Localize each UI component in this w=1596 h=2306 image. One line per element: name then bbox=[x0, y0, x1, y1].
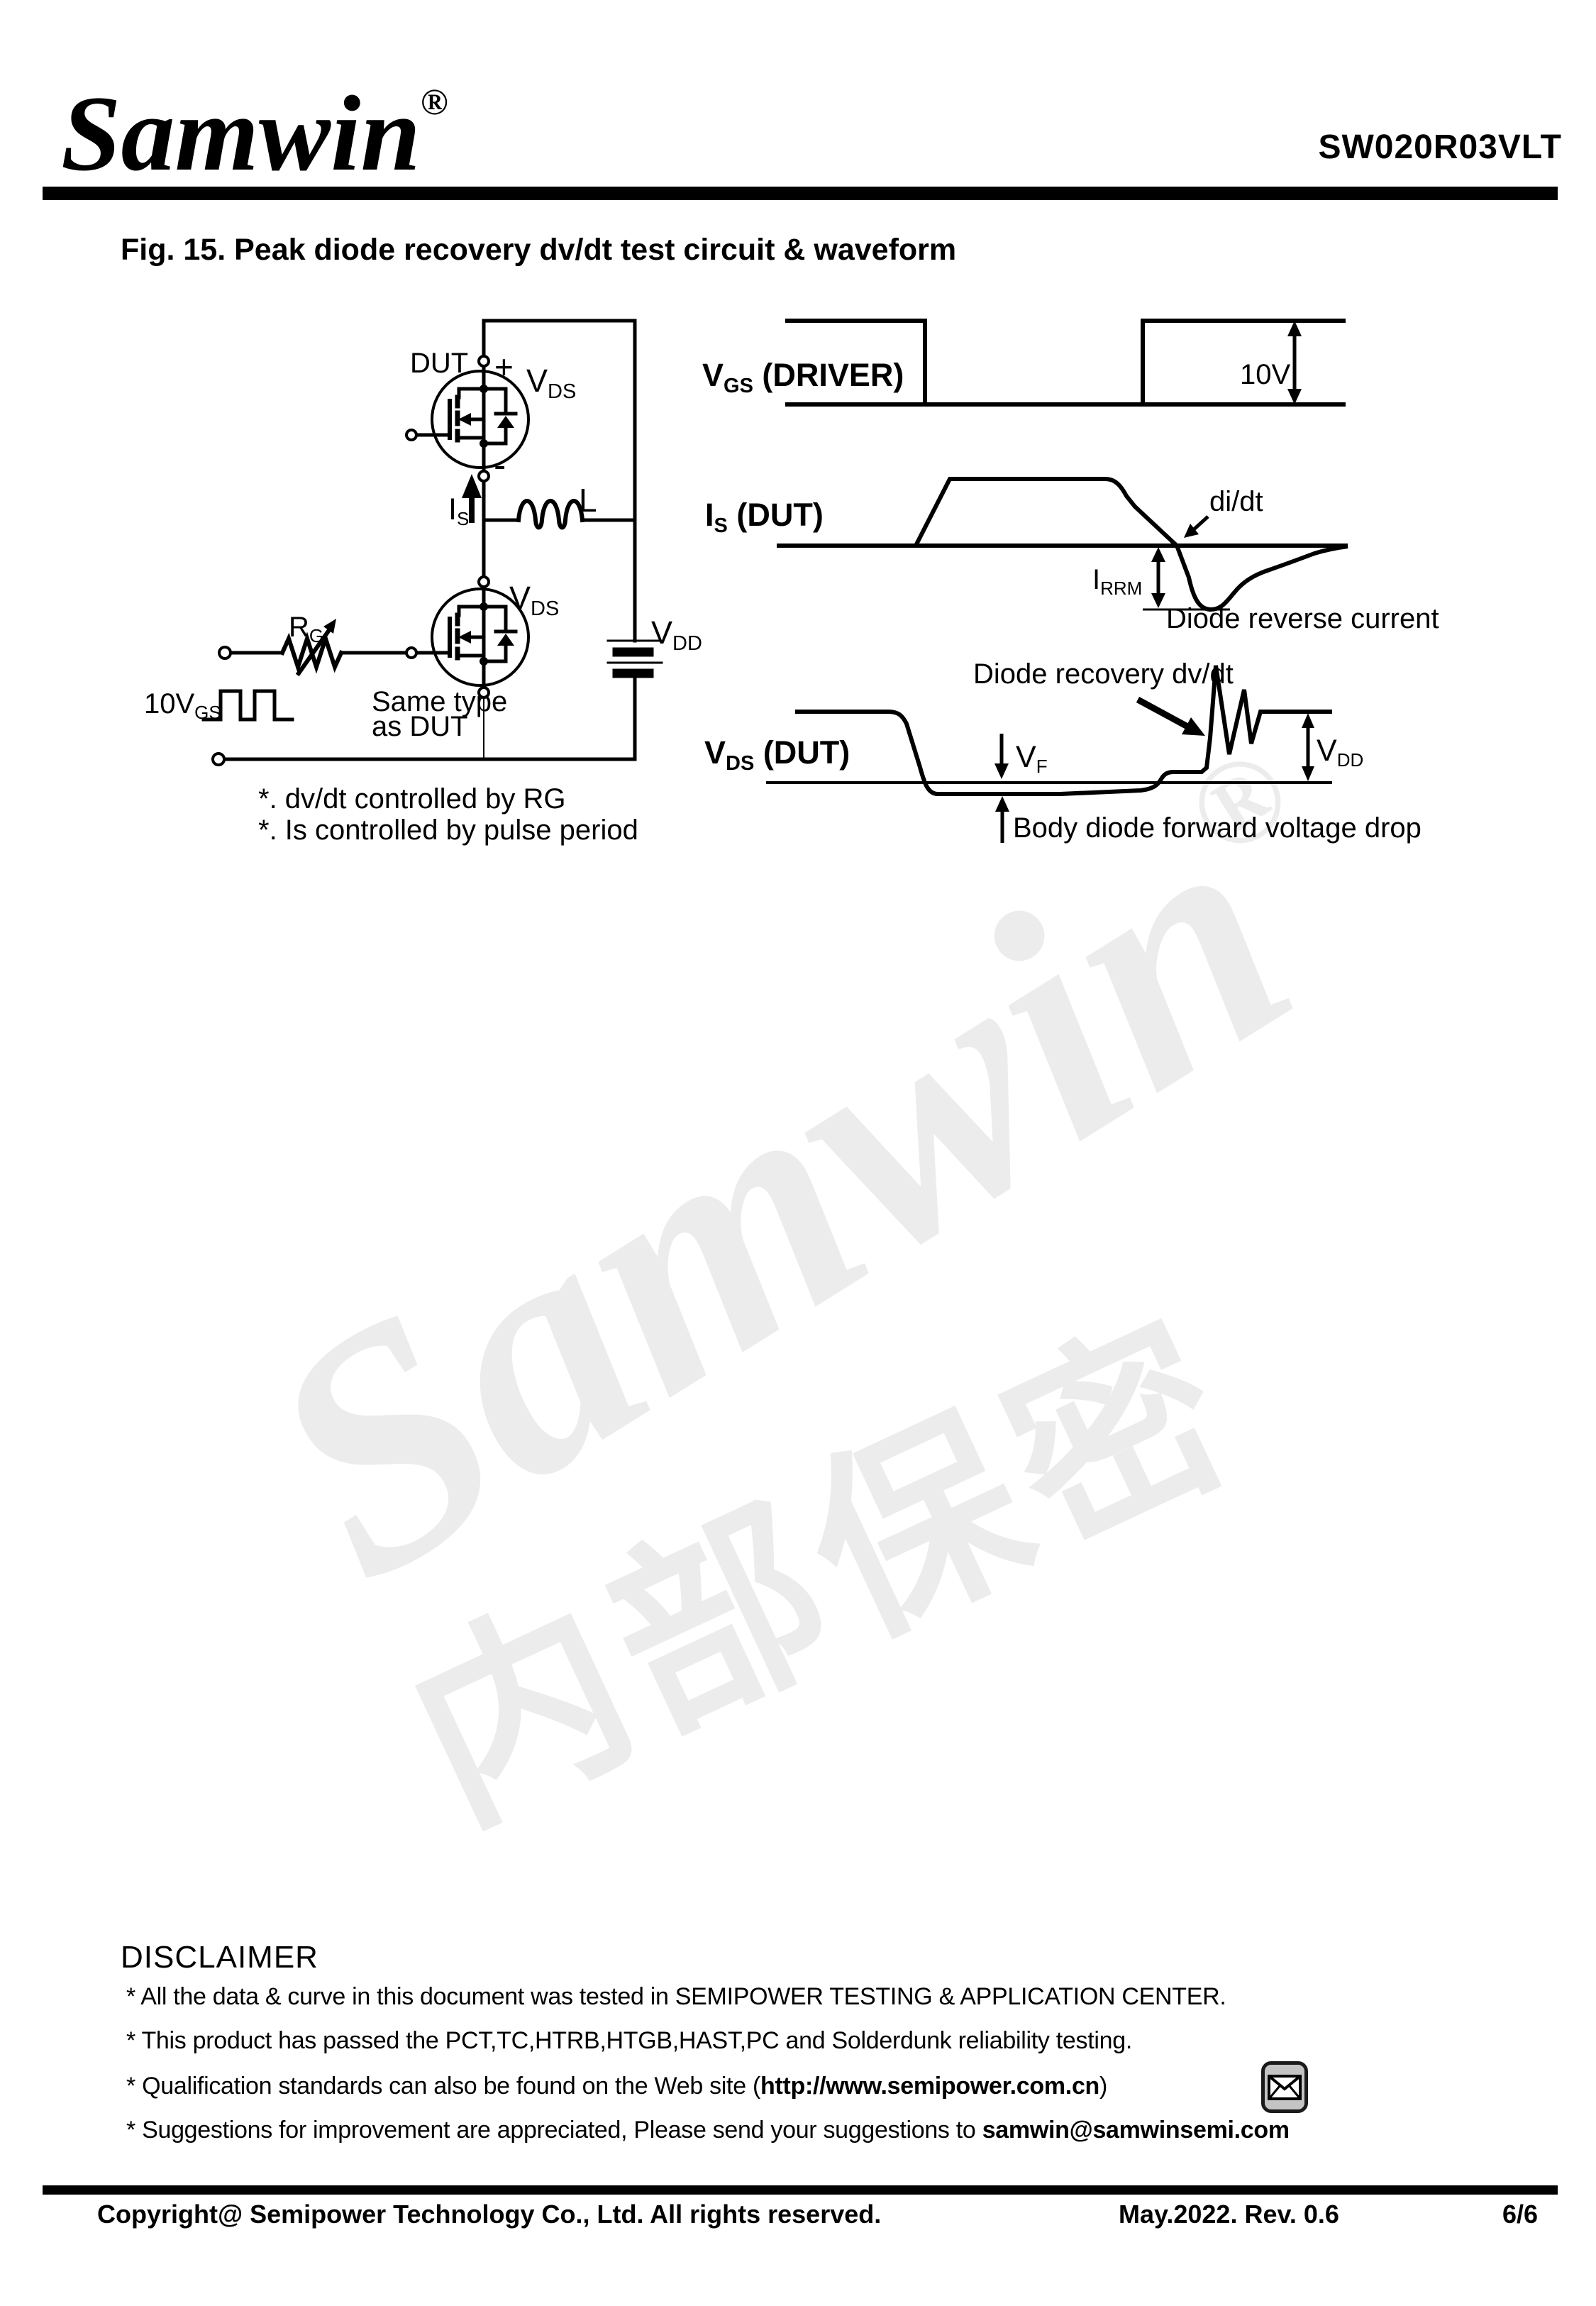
footer-page-number: 6/6 bbox=[1502, 2200, 1539, 2229]
disclaimer-line: * All the data & curve in this document … bbox=[126, 1983, 1226, 2010]
vds-top-label: VDS bbox=[526, 363, 577, 403]
is-waveform-label: IS (DUT) bbox=[705, 497, 824, 537]
circuit-diagram bbox=[201, 319, 663, 766]
diode-reverse-current-label: Diode reverse current bbox=[1166, 603, 1439, 634]
disclaimer-line: * Qualification standards can also be fo… bbox=[126, 2073, 1108, 2100]
is-waveform bbox=[777, 477, 1348, 612]
disclaimer-line: * This product has passed the PCT,TC,HTR… bbox=[126, 2027, 1132, 2054]
vdd-waveform-label: VDD bbox=[1317, 734, 1364, 771]
minus-sign: - bbox=[494, 445, 506, 486]
circuit-note-2: *. Is controlled by pulse period bbox=[258, 815, 638, 846]
vds-mid-label: VDS bbox=[509, 580, 560, 620]
dut-label: DUT bbox=[410, 348, 469, 379]
vgs-waveform bbox=[785, 319, 1346, 407]
plus-sign: + bbox=[494, 348, 514, 385]
diode-recovery-label: Diode recovery dv/dt bbox=[973, 658, 1234, 690]
vds-waveform bbox=[766, 665, 1332, 843]
footer-rule bbox=[43, 2185, 1558, 2195]
is-label: IS bbox=[448, 492, 470, 529]
registered-trademark-icon: ® bbox=[420, 82, 448, 123]
vgs-source-label: 10VGS bbox=[144, 688, 221, 723]
circuit-note-1: *. dv/dt controlled by RG bbox=[258, 783, 566, 815]
didt-label: di/dt bbox=[1209, 486, 1263, 517]
footer-date-rev: May.2022. Rev. 0.6 bbox=[1119, 2200, 1339, 2229]
disclaimer-title: DISCLAIMER bbox=[121, 1940, 318, 1975]
header-rule bbox=[43, 187, 1558, 200]
vf-label: VF bbox=[1016, 740, 1048, 777]
same-type-line2: as DUT bbox=[372, 711, 468, 742]
brand-logo: Samwin® bbox=[61, 74, 448, 193]
figure-title: Fig. 15. Peak diode recovery dv/dt test … bbox=[121, 233, 957, 267]
inductor-coil bbox=[516, 499, 585, 530]
same-type-line1: Same type bbox=[372, 686, 508, 717]
vds-waveform-label: VDS (DUT) bbox=[704, 734, 850, 775]
footer-copyright: Copyright@ Semipower Technology Co., Ltd… bbox=[97, 2200, 882, 2229]
vgs-waveform-label: VGS (DRIVER) bbox=[702, 357, 904, 397]
vdd-battery-label: VDD bbox=[651, 614, 702, 655]
envelope-icon bbox=[1268, 2074, 1302, 2100]
body-diode-label: Body diode forward voltage drop bbox=[1013, 812, 1422, 844]
irrm-label: IRRM bbox=[1092, 564, 1143, 599]
email-icon[interactable] bbox=[1261, 2061, 1308, 2113]
vgs-amplitude-label: 10V bbox=[1240, 359, 1291, 390]
part-number: SW020R03VLT bbox=[1318, 128, 1562, 166]
rg-label: RG bbox=[289, 612, 324, 646]
inductor-label: L bbox=[579, 482, 597, 519]
disclaimer-line: * Suggestions for improvement are apprec… bbox=[126, 2117, 1290, 2144]
pulse-glyph bbox=[201, 689, 294, 722]
